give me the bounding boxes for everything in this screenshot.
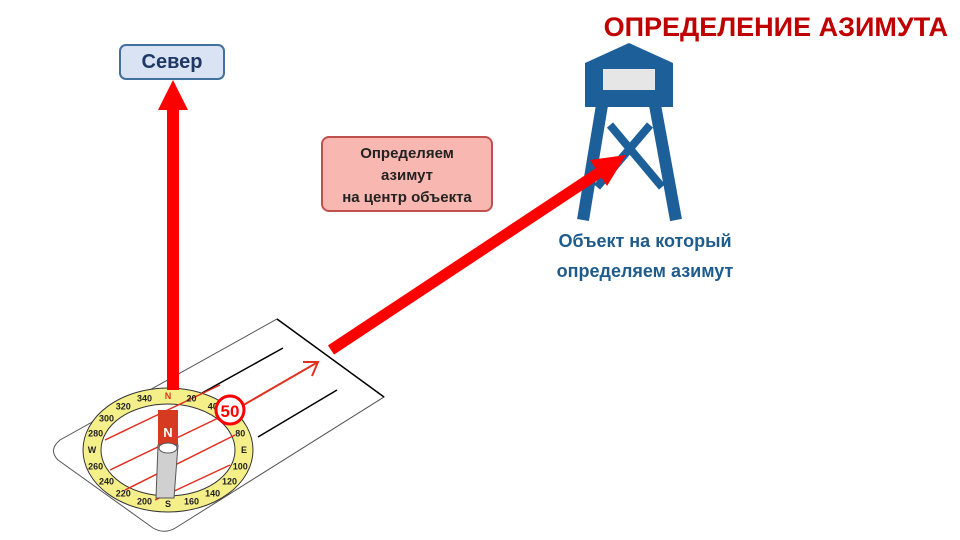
dial-label: 100: [233, 462, 248, 472]
dial-label: 260: [88, 462, 103, 472]
azimuth-value: 50: [221, 402, 240, 421]
tower-icon: [577, 43, 682, 222]
dial-label: W: [88, 445, 97, 455]
dial-label: 140: [205, 489, 220, 499]
dial-label: 340: [137, 394, 152, 404]
ruler-ticks: [276, 318, 385, 398]
page-title: ОПРЕДЕЛЕНИЕ АЗИМУТА: [603, 12, 948, 42]
needle-letter: N: [163, 425, 172, 440]
north-arrow: [158, 80, 188, 390]
object-label-line: определяем азимут: [556, 261, 734, 281]
dial-label: 300: [99, 413, 114, 423]
dial-label: 320: [116, 401, 131, 411]
note-line: Определяем: [360, 145, 454, 162]
object-label-line: Объект на который: [558, 231, 732, 251]
dial-label: E: [241, 445, 247, 455]
note-box: Определяем азимут на центр объекта: [321, 136, 493, 212]
dial-label: 40: [208, 401, 218, 411]
note-line: на центр объекта: [342, 189, 472, 206]
azimuth-badge: 50: [214, 394, 246, 426]
dial-label: 80: [235, 428, 245, 438]
dial-label: N: [165, 391, 172, 401]
dial-label: 200: [137, 496, 152, 506]
note-line: азимут: [381, 167, 433, 184]
dial-label: 240: [99, 477, 114, 487]
dial-label: 280: [88, 428, 103, 438]
dial-label: S: [165, 499, 171, 509]
object-label: Объект на который определяем азимут: [530, 226, 760, 286]
dial-label: 160: [184, 496, 199, 506]
dial-label: 220: [116, 489, 131, 499]
azimuth-arrow: [327, 155, 626, 355]
dial-label: 120: [222, 477, 237, 487]
north-label-box: Север: [119, 44, 225, 80]
dial-label: 20: [186, 394, 196, 404]
